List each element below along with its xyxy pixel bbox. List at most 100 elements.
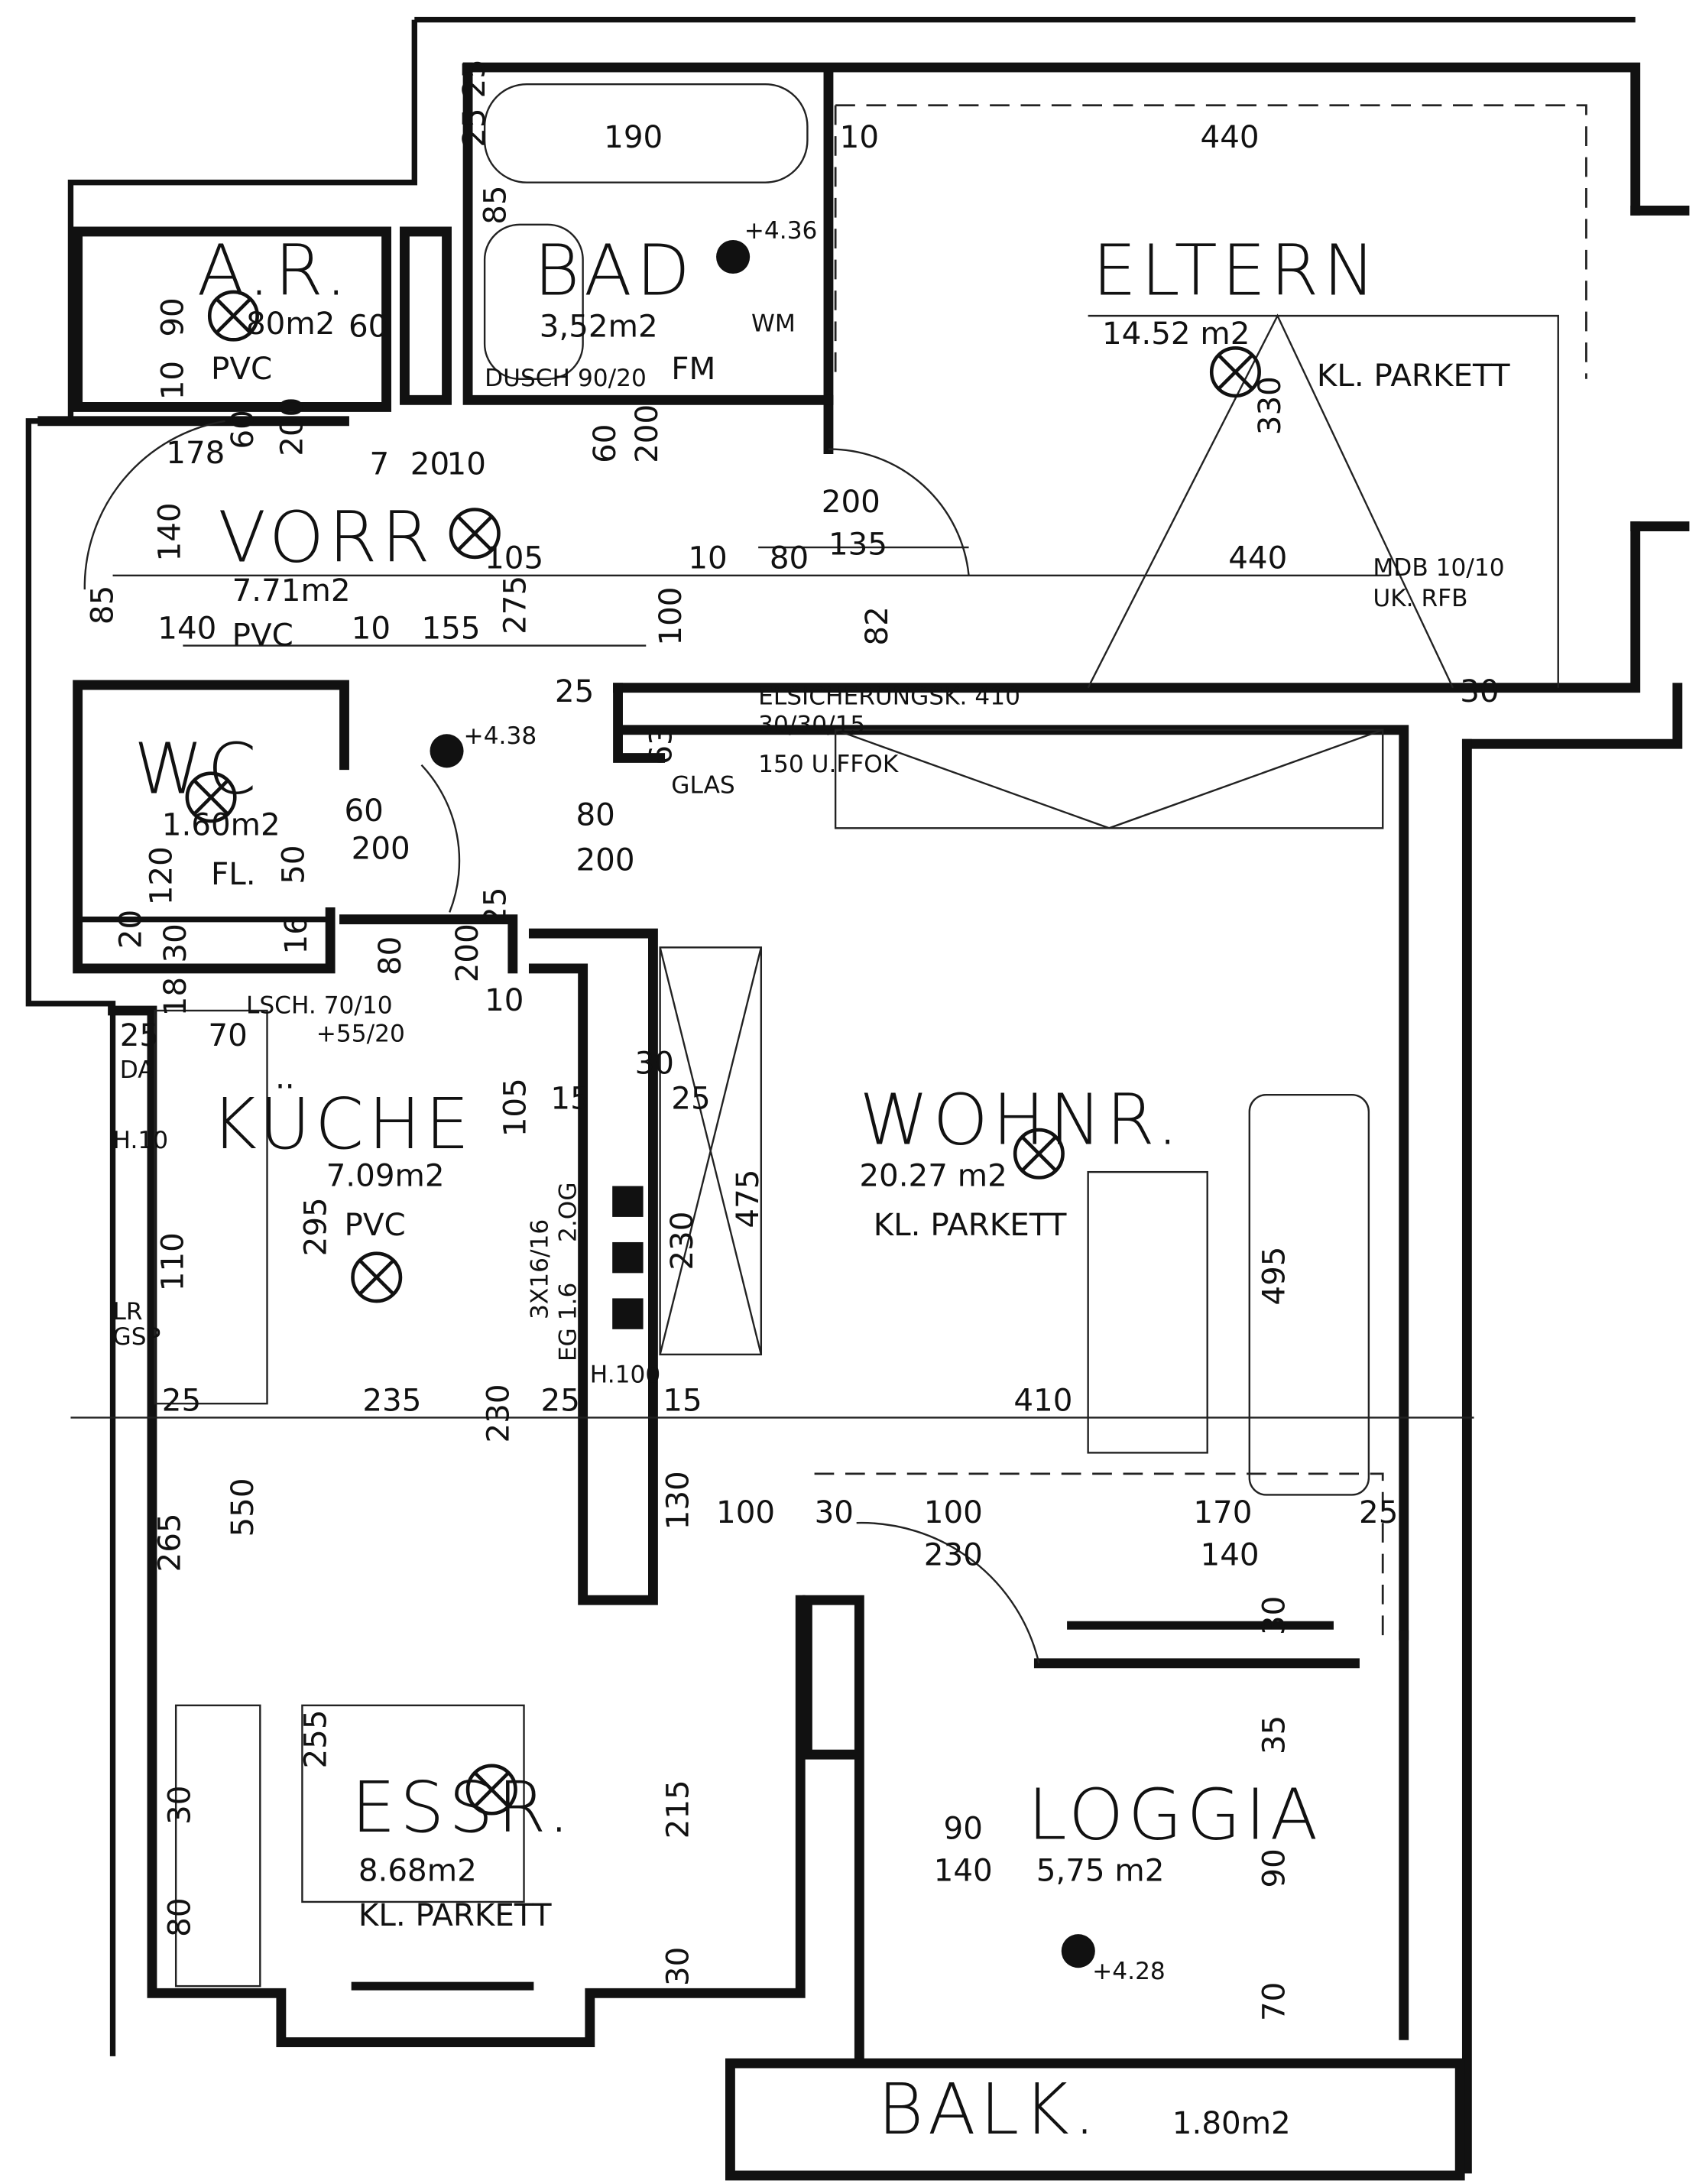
- dimension-label: 30: [157, 923, 193, 962]
- room-name-eltern: ELTERN: [1092, 230, 1380, 312]
- dimension-label: 25: [541, 1382, 580, 1418]
- dimension-label: 130: [660, 1471, 695, 1530]
- note-h10: H.10: [113, 1127, 169, 1154]
- note-uk-rfb: UK. RFB: [1373, 585, 1467, 612]
- dimension-label: 50: [275, 845, 311, 884]
- dimension-label: 170: [1193, 1494, 1252, 1530]
- dimension-label: 90: [944, 1810, 983, 1846]
- dimension-label: 10: [840, 119, 879, 155]
- room-floor-kueche: PVC: [344, 1207, 405, 1243]
- note-h100: H.100: [590, 1361, 660, 1389]
- room-area-essr: 8.68m2: [358, 1852, 477, 1888]
- dimension-label: 25: [555, 673, 594, 709]
- dimension-label: 10: [352, 610, 391, 646]
- dimension-label: 105: [497, 1078, 533, 1137]
- dimension-label: 135: [828, 526, 887, 562]
- dimensions: 25 190 10 440 85 25 90 60 10 60 200 60 200 178 7 20 10 14…: [85, 59, 1500, 2021]
- ceiling-lights: [185, 239, 1261, 1968]
- dimension-label: 200: [449, 923, 485, 982]
- dimension-label: 140: [934, 1852, 993, 1888]
- dimension-label: 190: [604, 119, 663, 155]
- room-area-eltern: 14.52 m2: [1102, 316, 1250, 352]
- note-fl: FL.: [211, 856, 256, 892]
- dimension-label: 35: [1256, 1715, 1292, 1754]
- dimension-label: 155: [421, 610, 480, 646]
- dimension-label: 10: [154, 361, 190, 400]
- dimension-label: 80: [162, 1897, 198, 1936]
- room-floor-vorr: PVC: [232, 618, 293, 654]
- floor-drain-icon: [1061, 1934, 1095, 1968]
- dimension-label: 60: [225, 410, 261, 449]
- ceiling-light-icon: [351, 1251, 403, 1303]
- annotations: +4.36 +4.38 +4.28 ELSICHERUNGSK. 410 30/…: [113, 217, 1505, 1985]
- room-labels: A.R. 80m2 PVC BAD 3,52m2 DUSCH 90/20 FM …: [134, 230, 1510, 2150]
- dimension-label: 60: [349, 309, 387, 345]
- dimension-label: 25: [456, 59, 492, 98]
- room-area-vorr: 7.71m2: [232, 573, 351, 608]
- dimension-label: 440: [1228, 540, 1287, 576]
- dimension-label: 25: [478, 887, 514, 926]
- dimension-label: 82: [859, 606, 895, 645]
- dimension-label: 200: [352, 831, 410, 867]
- dimension-label: 15: [663, 1382, 702, 1418]
- dimension-label: 178: [166, 435, 225, 471]
- dimension-label: 25: [1359, 1494, 1398, 1530]
- room-name-vorr: VORR: [218, 496, 434, 578]
- dimension-label: 30: [635, 1046, 674, 1082]
- ceiling-light-icon: [465, 1764, 517, 1816]
- dimension-label: 475: [730, 1170, 766, 1228]
- dimension-label: 100: [924, 1494, 983, 1530]
- level-loggia: +4.28: [1092, 1958, 1166, 1985]
- note-da: DA: [120, 1056, 154, 1084]
- note-eg: EG 1.6: [554, 1283, 582, 1361]
- note-lsch: LSCH. 70/10: [246, 992, 393, 1020]
- note-lr: LR: [113, 1298, 143, 1326]
- room-name-kueche: KÜCHE: [211, 1083, 474, 1165]
- room-area-kueche: 7.09m2: [326, 1158, 445, 1194]
- room-name-wc: WC: [134, 728, 261, 810]
- note-elsicherung: ELSICHERUNGSK. 410: [758, 683, 1020, 711]
- room-name-essr: ESSR.: [352, 1767, 575, 1848]
- dimension-label: 550: [225, 1478, 261, 1537]
- level-vorr: +4.38: [464, 722, 537, 750]
- stove-burner: [612, 1298, 644, 1329]
- dimension-label: 20: [112, 910, 148, 949]
- stove-burner: [612, 1186, 644, 1217]
- dimension-label: 495: [1256, 1247, 1292, 1306]
- walls: [25, 17, 1690, 2181]
- dimension-label: 235: [362, 1382, 421, 1418]
- dimension-label: 230: [664, 1212, 700, 1270]
- dimension-label: 10: [688, 540, 727, 576]
- stove-burner: [612, 1241, 644, 1274]
- dimension-label: 85: [478, 185, 514, 224]
- dimension-label: 7: [370, 446, 390, 482]
- dimension-label: 80: [576, 797, 614, 833]
- dimension-label: 140: [152, 502, 188, 561]
- room-name-loggia: LOGGIA: [1028, 1773, 1322, 1855]
- room-area-ar: 80m2: [246, 306, 335, 342]
- dimension-label: 15: [550, 1081, 589, 1117]
- ceiling-light-icon: [185, 771, 237, 823]
- room-floor-essr: KL. PARKETT: [358, 1897, 552, 1933]
- dimension-label: 63: [643, 725, 679, 764]
- ceiling-light-icon: [207, 290, 259, 342]
- dimension-label: 200: [274, 398, 310, 456]
- dimension-label: 25: [671, 1081, 710, 1117]
- ceiling-light-icon: [1013, 1128, 1065, 1180]
- dimension-label: 16: [278, 915, 314, 954]
- dimension-label: 120: [144, 846, 180, 905]
- dimension-label: 90: [154, 297, 190, 336]
- dimension-label: 85: [85, 586, 121, 625]
- note-gsp: GSP: [113, 1323, 161, 1351]
- ceiling-light-icon: [1209, 346, 1261, 398]
- note-dusch: DUSCH 90/20: [485, 365, 647, 392]
- dimension-label: 215: [660, 1780, 695, 1838]
- dimension-label: 30: [1256, 1596, 1292, 1635]
- dimension-label: 60: [587, 424, 623, 463]
- dimension-label: 18: [157, 977, 193, 1016]
- room-floor-eltern: KL. PARKETT: [1317, 358, 1510, 394]
- note-3x16: 3X16/16: [527, 1219, 554, 1319]
- note-wm: WM: [751, 310, 796, 337]
- dimension-label: 140: [1201, 1537, 1260, 1572]
